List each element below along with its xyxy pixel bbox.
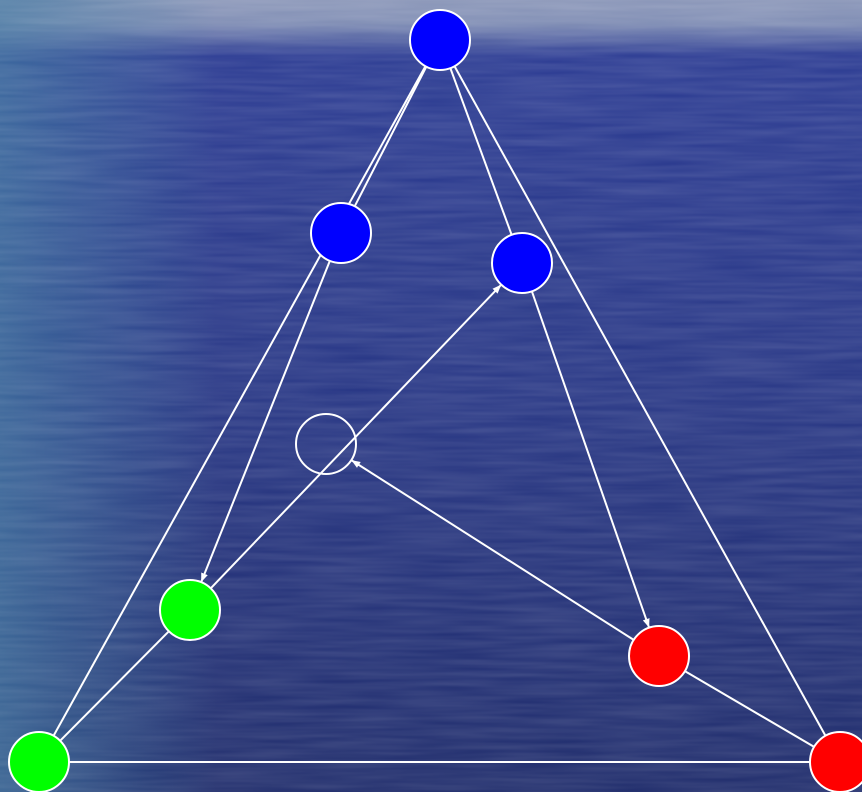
node-inner-red (628, 625, 690, 687)
node-center-empty (295, 413, 357, 475)
graph-nodes (8, 9, 862, 792)
node-corner-green (8, 731, 70, 792)
edge-inner-green-to-corner-green (41, 630, 170, 760)
edge-mid-right-blue-to-top (440, 43, 513, 236)
node-mid-left-blue (310, 202, 372, 264)
edge-corner-red-to-top (441, 43, 827, 737)
node-inner-green (159, 579, 221, 641)
edge-inner-red-to-center-empty (350, 459, 635, 641)
edge-mid-left-blue-to-top (353, 43, 440, 207)
edge-inner-red-to-corner-red (684, 670, 838, 761)
node-corner-red (809, 731, 862, 792)
graph-edges (41, 43, 838, 763)
node-mid-right-blue (491, 232, 553, 294)
edge-mid-left-blue-to-inner-green (200, 260, 331, 583)
edge-corner-green-to-top (52, 43, 439, 737)
edge-mid-right-blue-to-inner-red (530, 290, 651, 629)
node-top (409, 9, 471, 71)
